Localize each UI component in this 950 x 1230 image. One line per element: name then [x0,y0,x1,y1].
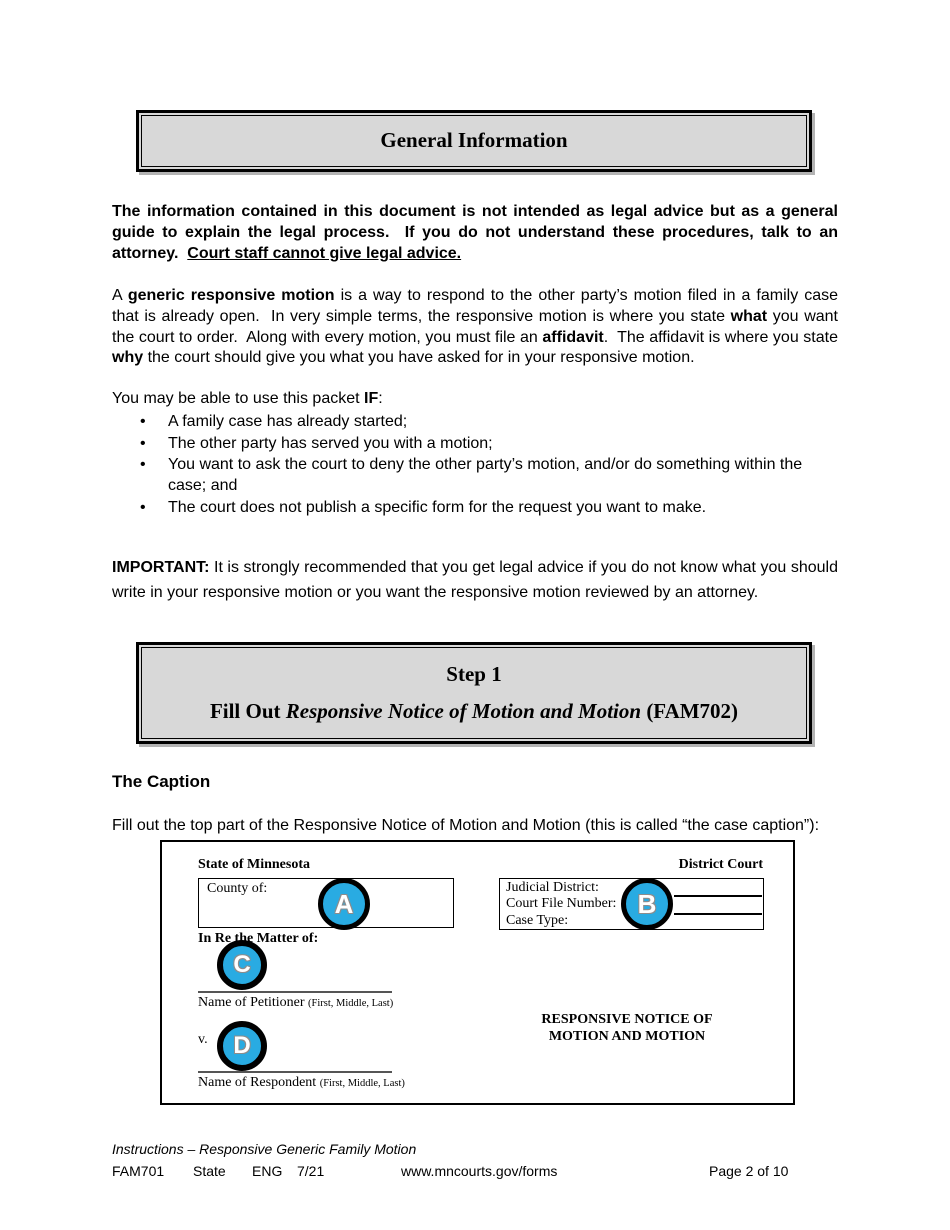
step1-box-inner: Step 1 Fill Out Responsive Notice of Mot… [141,647,807,739]
court-file-number-label: Court File Number: [506,896,617,912]
about-bold-why: why [112,349,144,367]
legal-advice-text: The information contained in this docume… [112,203,838,262]
fill-in-line [674,913,762,915]
step1-subtitle: Fill Out Responsive Notice of Motion and… [209,698,739,723]
judicial-district-label: Judicial District: [506,880,599,895]
petitioner-name-label: Name of Petitioner (First, Middle, Last) [198,995,393,1011]
district-court-label: District Court [678,857,763,872]
list-item: A family case has already started; [112,411,838,432]
footer-form-id: FAM701 [112,1163,165,1179]
about-segment: . The affidavit is where you state [603,328,838,346]
about-segment: you want the court to order. Along with … [112,307,839,346]
about-bold-generic-responsive-motion: generic responsive motion [127,287,335,304]
important-text: It is strongly recommended that you get … [112,559,838,601]
list-item-text: The other party has served you with a mo… [168,434,493,452]
caption-section-heading: The Caption [112,772,211,791]
important-label: IMPORTANT: [112,559,210,576]
general-information-box: General Information [136,110,812,172]
callout-d-badge: D [217,1021,267,1071]
callout-b-badge: B [621,878,673,930]
footer-state: State [193,1163,226,1179]
state-of-minnesota-label: State of Minnesota [198,857,310,872]
packet-conditions-list: A family case has already started; The o… [112,411,838,518]
petitioner-name-line [198,991,392,993]
about-bold-what: what [730,307,768,325]
about-bold-affidavit: affidavit [542,328,604,346]
about-segment: A [112,287,128,304]
footer-page-number: Page 2 of 10 [709,1163,789,1179]
document-title-block: RESPONSIVE NOTICE OF MOTION AND MOTION [492,1011,762,1045]
step1-box: Step 1 Fill Out Responsive Notice of Mot… [136,642,812,744]
callout-a-letter: A [334,888,354,919]
list-item-text: You want to ask the court to deny the ot… [168,456,803,494]
step1-subtitle-form-name: Responsive Notice of Motion and Motion [285,698,642,723]
list-item-text: The court does not publish a specific fo… [168,498,707,516]
county-of-label: County of: [207,881,268,896]
court-info-box: Judicial District: Court File Number: Ca… [499,878,764,930]
callout-c-badge: C [217,940,267,990]
callout-d-letter: D [233,1032,251,1059]
fill-in-line [674,895,762,897]
legal-advice-paragraph: The information contained in this docume… [112,202,838,264]
footer-court-website-url: www.mncourts.gov/forms [401,1163,558,1179]
callout-c-letter: C [233,951,251,978]
callout-a-badge: A [318,878,370,930]
callout-b-letter: B [637,888,657,919]
packet-segment: You may be able to use this packet [112,390,365,407]
list-item: The other party has served you with a mo… [112,433,838,454]
footer-instructions-title: Instructions – Responsive Generic Family… [112,1141,417,1157]
list-item: You want to ask the court to deny the ot… [112,454,838,496]
about-segment: the court should give you what you have … [143,349,695,367]
respondent-name-line [198,1071,392,1073]
caption-section-intro: Fill out the top part of the Responsive … [112,817,820,834]
important-note-paragraph: IMPORTANT: It is strongly recommended th… [112,556,838,605]
petitioner-name-hint: (First, Middle, Last) [308,998,394,1009]
footer-revision-date: 7/21 [297,1163,325,1179]
versus-label: v. [198,1032,208,1047]
packet-use-line: You may be able to use this packet IF: [112,389,838,410]
document-title-line1: RESPONSIVE NOTICE OF [541,1012,713,1027]
list-item-text: A family case has already started; [168,413,408,430]
general-information-title: General Information [380,128,568,153]
caption-example-figure: State of Minnesota District Court County… [160,840,795,1105]
step1-subtitle-pre: Fill Out [209,698,286,723]
document-title-line2: MOTION AND MOTION [548,1029,706,1044]
case-type-label: Case Type: [506,912,569,928]
packet-segment: : [378,390,383,407]
respondent-name-label: Name of Respondent (First, Middle, Last) [198,1075,405,1091]
petitioner-label-text: Name of Petitioner [198,995,305,1010]
respondent-label-text: Name of Respondent [198,1075,317,1090]
step1-subtitle-post: (FAM702) [641,698,739,723]
about-responsive-motion-paragraph: A generic responsive motion is a way to … [112,286,838,369]
footer-language: ENG [252,1163,283,1179]
list-item: The court does not publish a specific fo… [112,497,838,518]
county-field-box: County of: [198,878,454,928]
general-information-box-inner: General Information [141,115,807,167]
legal-advice-underlined-text: Court staff cannot give legal advice. [187,244,462,262]
about-segment: is a way to respond to the other party’s… [112,287,839,325]
respondent-name-hint: (First, Middle, Last) [319,1078,405,1089]
step1-title: Step 1 [446,662,502,687]
in-re-matter-label: In Re the Matter of: [198,931,319,946]
packet-bold-if: IF [364,390,379,407]
